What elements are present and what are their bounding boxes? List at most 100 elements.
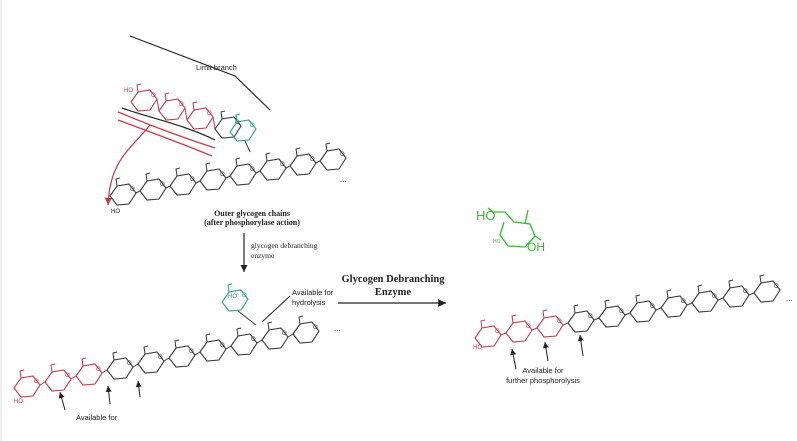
svg-text:O: O: [282, 331, 287, 337]
outer-chain-bottom-ring-6: O: [199, 333, 227, 362]
outer-chain-bottom-ring-2: O: [75, 357, 103, 386]
outer-chain-top-ring-4: O: [229, 157, 257, 186]
outer-chains-line2: (after phosphorylase action): [204, 218, 300, 227]
svg-text:O: O: [313, 325, 318, 331]
chain-continuation-1: ...: [334, 324, 341, 333]
bottom-left-label: Available for: [76, 413, 118, 422]
svg-text:O: O: [220, 343, 225, 349]
product-chain-ring-3: O: [567, 304, 595, 333]
phospho-line1: Available for: [522, 366, 564, 375]
hydrolysis-line2: hydrolysis: [292, 298, 326, 307]
outer-chain-bottom-glycosidic-bond-1: [70, 375, 77, 380]
chain-continuation-0: ...: [340, 175, 347, 184]
bottom-left-arrow-3: [135, 380, 142, 398]
svg-text:O: O: [220, 172, 225, 178]
phospho-line2: further phosphorolysis: [506, 376, 580, 385]
hydrolysis-line1: Available for: [292, 288, 334, 297]
product-chain-ring-5: O: [629, 294, 657, 323]
outer-chains-title: Outer glycogen chains (after phosphoryla…: [172, 209, 332, 227]
svg-text:O: O: [340, 152, 345, 158]
svg-text:O: O: [681, 299, 686, 305]
branch-point-bottom-ring-0: O: [221, 283, 249, 312]
product-chain-glycosidic-bond-2: [562, 322, 569, 326]
ho-label-bottom-left: HO: [14, 399, 23, 405]
reaction-line2: Enzyme: [374, 287, 412, 298]
ho-label-top-chain: HO: [111, 209, 120, 215]
hydrolysis-pointer: [261, 295, 291, 323]
svg-text:O: O: [526, 324, 531, 330]
outer-chain-top-ring-0: O: [109, 177, 137, 206]
ho-label-right-chain: HO: [473, 345, 482, 351]
svg-text:O: O: [250, 123, 255, 129]
outer-chain-bottom-ring-0: O: [13, 369, 41, 398]
outer-chain-bottom-ring-7: O: [230, 327, 258, 356]
svg-text:O: O: [588, 314, 593, 320]
limit-branch-ring-2: O: [186, 101, 214, 130]
product-chain-glycosidic-bond-8: [748, 292, 755, 296]
ho-label-free-glucose: HO: [493, 239, 501, 245]
limit-branch-glycosidic-bond-2: [212, 116, 216, 130]
outer-chain-top-ring-6: O: [289, 147, 317, 176]
outer-chain-bottom-ring-3: O: [106, 351, 134, 380]
product-chain-ring-7: O: [691, 284, 719, 313]
svg-text:O: O: [130, 187, 135, 193]
svg-text:O: O: [557, 319, 562, 325]
svg-text:O: O: [158, 355, 163, 361]
outer-chain-bottom-ring-9: O: [292, 315, 320, 344]
svg-text:O: O: [712, 294, 717, 300]
outer-chain-top-glycosidic-bond-0: [135, 190, 141, 194]
svg-text:O: O: [207, 111, 212, 117]
svg-text:O: O: [310, 157, 315, 163]
product-chain-ring-6: O: [660, 289, 688, 318]
product-chain-glycosidic-bond-6: [686, 302, 693, 306]
svg-text:O: O: [179, 102, 184, 108]
outer-chain-bottom-glycosidic-bond-5: [194, 351, 201, 356]
glucose-ho-label: HO: [476, 208, 496, 223]
svg-text:O: O: [650, 304, 655, 310]
outer-chain-top-glycosidic-bond-3: [225, 175, 231, 179]
product-chain-ring-8: O: [722, 279, 750, 308]
svg-text:O: O: [235, 120, 240, 126]
svg-text:O: O: [160, 182, 165, 188]
outer-chain-bottom-glycosidic-bond-2: [101, 369, 108, 374]
debranching-step-label: glycogen debranching enzyme: [251, 241, 317, 261]
limit-branch-ring-0: O: [130, 83, 158, 112]
outer-chain-top-glycosidic-bond-1: [165, 185, 171, 189]
limit-branch-ring-3: O: [214, 110, 242, 139]
outer-chain-bottom-ring-1: O: [44, 363, 72, 392]
svg-text:O: O: [189, 349, 194, 355]
product-chain-glycosidic-bond-1: [531, 327, 538, 331]
outer-chain-bottom-glycosidic-bond-8: [287, 333, 294, 338]
svg-text:O: O: [151, 93, 156, 99]
debranching-line1: glycogen debranching: [251, 241, 318, 250]
product-chain-glycosidic-bond-0: [500, 332, 507, 336]
svg-text:O: O: [774, 284, 779, 290]
branch-link-bottom: [237, 310, 257, 326]
product-chain-glycosidic-bond-7: [717, 297, 724, 301]
svg-text:O: O: [127, 361, 132, 367]
outer-chain-bottom-glycosidic-bond-7: [256, 339, 263, 344]
svg-text:O: O: [96, 367, 101, 373]
svg-text:O: O: [495, 329, 500, 335]
svg-text:O: O: [190, 177, 195, 183]
outer-chain-bottom-glycosidic-bond-6: [225, 345, 232, 350]
limit-branch-label: Limit branch: [196, 63, 237, 72]
chain-continuation-2: ...: [786, 294, 793, 303]
branch-link-top: [244, 140, 251, 153]
reaction-line1: Glycogen Debranching: [341, 274, 445, 285]
phospho-arrow-2: [542, 341, 549, 362]
limit-branch-glycosidic-bond-1: [184, 107, 188, 121]
outer-chain-top-ring-3: O: [199, 162, 227, 191]
product-chain-ring-9: O: [753, 274, 781, 303]
svg-text:O: O: [242, 293, 247, 299]
svg-text:O: O: [65, 373, 70, 379]
ho-label-top-red: HO: [124, 88, 133, 94]
outer-chain-bottom-ring-4: O: [137, 345, 165, 374]
product-chain-glycosidic-bond-5: [655, 307, 662, 311]
outer-chain-top-ring-5: O: [259, 152, 287, 181]
product-chain-glycosidic-bond-4: [624, 312, 631, 316]
outer-chain-top-glycosidic-bond-4: [255, 170, 261, 174]
outer-chain-top-ring-2: O: [169, 167, 197, 196]
reaction-enzyme-label: Glycogen Debranching Enzyme: [330, 273, 456, 299]
